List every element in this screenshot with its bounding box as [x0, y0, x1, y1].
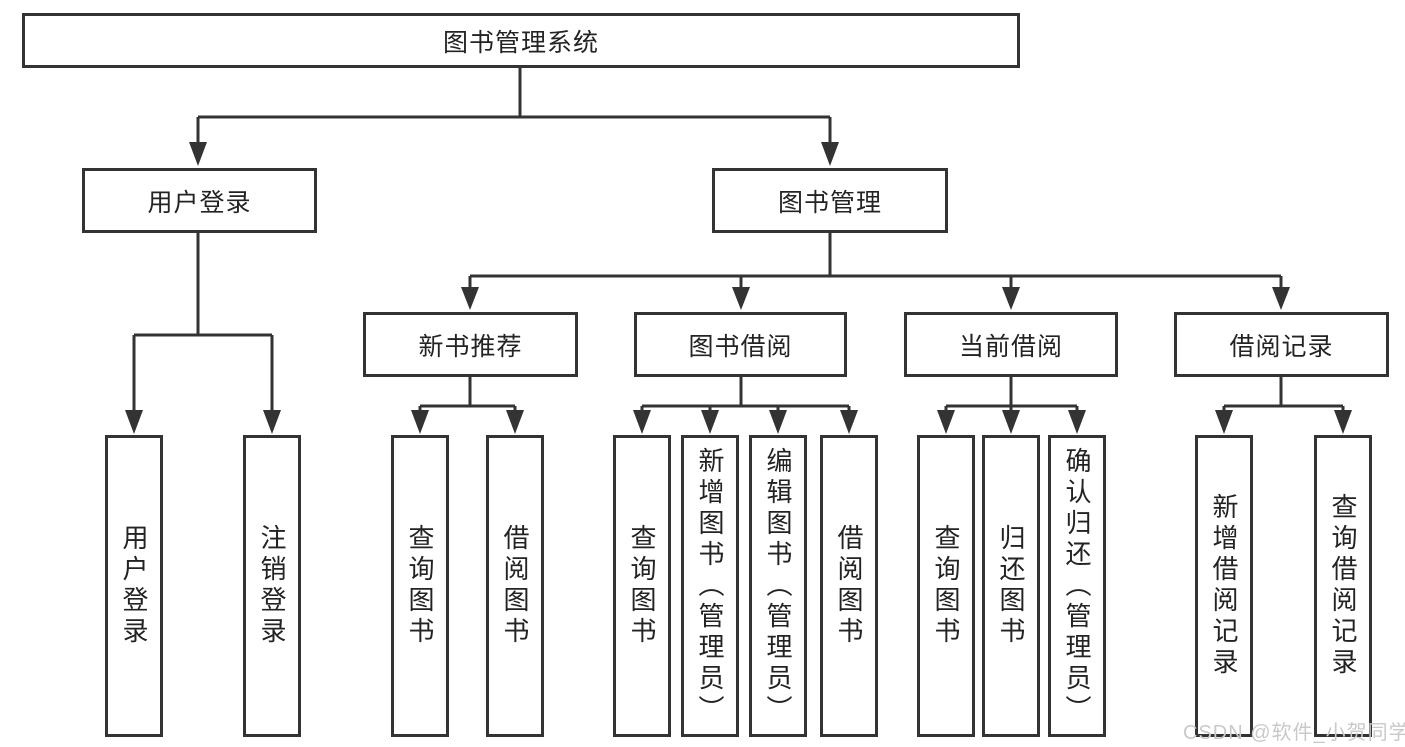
leaf-records-query-record: 查询借阅记录	[1314, 435, 1372, 737]
leaf-user-login-label: 用户登录	[119, 524, 149, 648]
edge-records-to-leaves	[1222, 377, 1345, 412]
leaf-current-return-books-label: 归还图书	[996, 524, 1026, 648]
edge-borrowing-to-leaves	[640, 377, 851, 412]
edge-recommend-to-leaves	[418, 377, 517, 412]
edge-bookmgmt-to-level3	[468, 233, 1283, 289]
node-borrowing-records: 借阅记录	[1174, 312, 1389, 377]
leaf-borrowing-query-books: 查询图书	[613, 435, 671, 737]
leaf-current-query-books: 查询图书	[917, 435, 975, 737]
node-book-borrowing-label: 图书借阅	[688, 332, 793, 361]
node-borrowing-records-label: 借阅记录	[1229, 332, 1334, 361]
leaf-borrowing-edit-books-admin-label: 编辑图书（管理员）	[763, 446, 793, 726]
node-new-book-recommendation: 新书推荐	[363, 312, 578, 377]
leaf-logout: 注销登录	[243, 435, 301, 737]
leaf-current-query-books-label: 查询图书	[931, 524, 961, 648]
node-new-book-recommendation-label: 新书推荐	[418, 332, 523, 361]
leaf-borrowing-edit-books-admin: 编辑图书（管理员）	[749, 435, 807, 737]
node-current-borrowing: 当前借阅	[904, 312, 1118, 377]
leaf-recommend-query-books-label: 查询图书	[405, 524, 435, 648]
leaf-records-add-record-label: 新增借阅记录	[1209, 493, 1239, 679]
node-book-borrowing: 图书借阅	[634, 312, 847, 377]
leaf-borrowing-borrow-books-label: 借阅图书	[834, 524, 864, 648]
leaf-user-login: 用户登录	[105, 435, 163, 737]
edge-current-to-leaves	[944, 377, 1079, 412]
arrowheads	[125, 142, 1352, 434]
leaf-borrowing-borrow-books: 借阅图书	[820, 435, 878, 737]
leaf-borrowing-query-books-label: 查询图书	[627, 524, 657, 648]
leaf-current-return-books: 归还图书	[982, 435, 1040, 737]
leaf-records-add-record: 新增借阅记录	[1195, 435, 1253, 737]
leaf-current-confirm-return-admin: 确认归还（管理员）	[1048, 435, 1106, 737]
leaf-borrowing-add-books-admin: 新增图书（管理员）	[681, 435, 739, 737]
leaf-recommend-borrow-books: 借阅图书	[486, 435, 544, 737]
node-book-management: 图书管理	[712, 168, 948, 233]
node-user-login: 用户登录	[82, 168, 317, 233]
leaf-recommend-query-books: 查询图书	[391, 435, 449, 737]
node-book-management-label: 图书管理	[777, 188, 882, 217]
edge-root-to-level2	[196, 68, 832, 144]
leaf-records-query-record-label: 查询借阅记录	[1328, 493, 1358, 679]
edge-userlogin-to-leaves	[132, 233, 274, 412]
node-library-system-label: 图书管理系统	[442, 28, 599, 57]
watermark-text: CSDN @软件_小贺同学	[1183, 722, 1405, 744]
leaf-recommend-borrow-books-label: 借阅图书	[500, 524, 530, 648]
node-current-borrowing-label: 当前借阅	[958, 332, 1063, 361]
node-library-system: 图书管理系统	[22, 13, 1020, 68]
leaf-current-confirm-return-admin-label: 确认归还（管理员）	[1062, 446, 1092, 726]
leaf-borrowing-add-books-admin-label: 新增图书（管理员）	[695, 446, 725, 726]
leaf-logout-label: 注销登录	[257, 524, 287, 648]
node-user-login-label: 用户登录	[147, 188, 252, 217]
